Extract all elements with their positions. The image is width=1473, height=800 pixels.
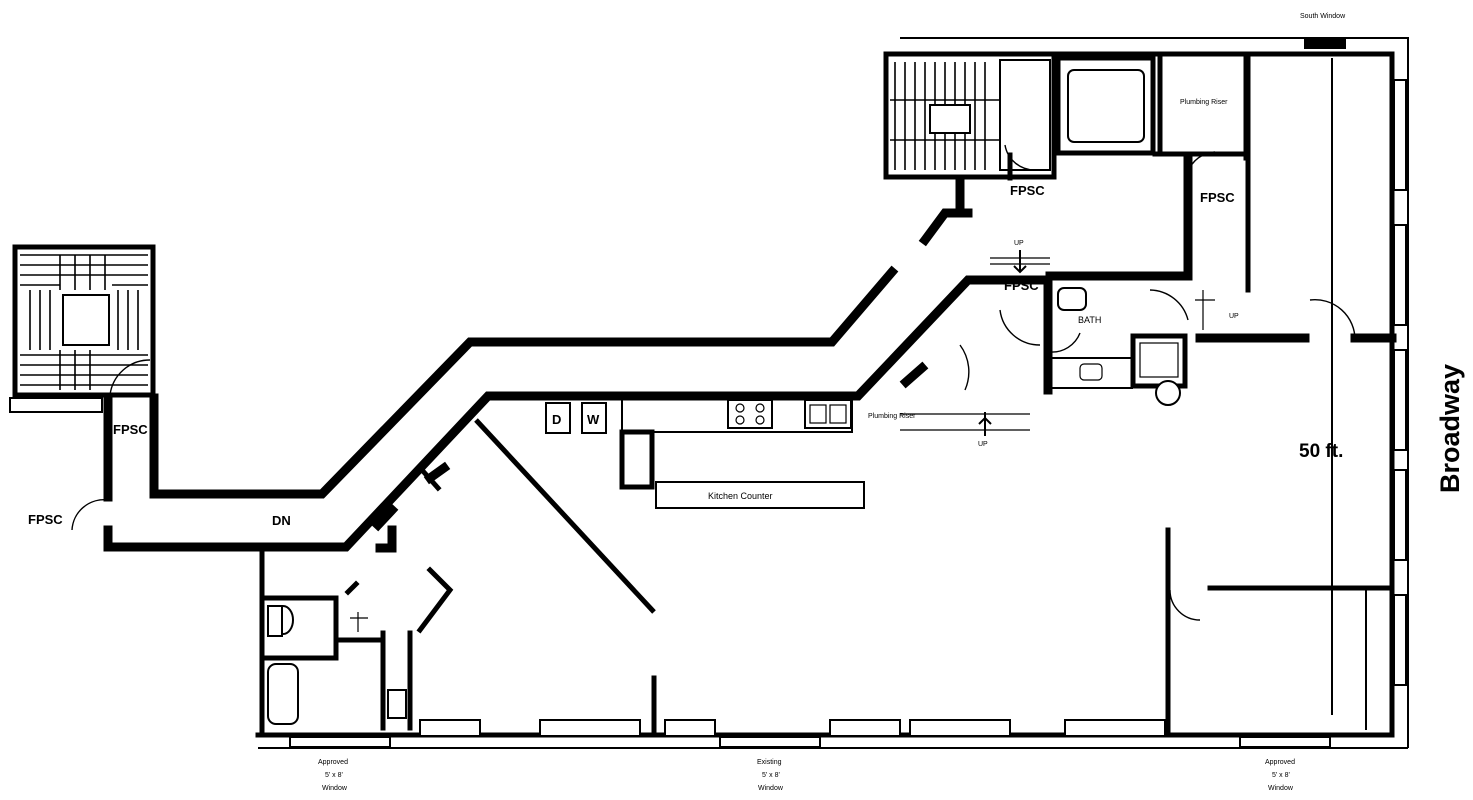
upper-core xyxy=(883,51,1251,181)
dryer-label: D xyxy=(552,412,561,427)
lower-bath xyxy=(267,605,407,725)
windows xyxy=(289,39,1407,748)
left-stairwell xyxy=(9,244,156,413)
window-1-line2: 5' x 8' xyxy=(325,772,343,779)
upper-bath xyxy=(1049,287,1215,406)
dimension-label: 50 ft. xyxy=(1299,441,1343,462)
riser-markers xyxy=(978,250,1050,436)
fpsc-label-center: FPSC xyxy=(1004,278,1039,293)
doors xyxy=(71,144,1356,621)
labels: FPSC FPSC FPSC FPSC FPSC DN UP UP UP BAT… xyxy=(28,13,1465,792)
bath-label: BATH xyxy=(1078,315,1101,325)
fpsc-label-left-entry: FPSC xyxy=(28,512,63,527)
up-label-right: UP xyxy=(1229,313,1239,320)
window-3-line3: Window xyxy=(1268,785,1294,792)
plumbing-riser-label-top: Plumbing Riser xyxy=(1180,99,1228,106)
fpsc-label-right: FPSC xyxy=(1200,190,1235,205)
up-label-top: UP xyxy=(1014,240,1024,247)
walls xyxy=(103,37,1409,749)
window-1-line1: Approved xyxy=(318,759,348,766)
street-label: Broadway xyxy=(1435,364,1465,493)
kitchen xyxy=(545,397,1030,509)
window-3-line2: 5' x 8' xyxy=(1272,772,1290,779)
window-2-line1: Existing xyxy=(757,759,782,766)
dn-label: DN xyxy=(272,513,291,528)
fpsc-label-left-corridor: FPSC xyxy=(113,422,148,437)
window-2-line3: Window xyxy=(758,785,784,792)
washer-label: W xyxy=(587,412,600,427)
window-1-line3: Window xyxy=(322,785,348,792)
south-window-label: South Window xyxy=(1300,13,1346,20)
window-3-line1: Approved xyxy=(1265,759,1295,766)
plumbing-riser-label-kitchen: Plumbing Riser xyxy=(868,413,916,420)
kitchen-counter-label: Kitchen Counter xyxy=(708,491,773,501)
window-2-line2: 5' x 8' xyxy=(762,772,780,779)
fpsc-label-upper: FPSC xyxy=(1010,183,1045,198)
up-label-kitchen: UP xyxy=(978,441,988,448)
